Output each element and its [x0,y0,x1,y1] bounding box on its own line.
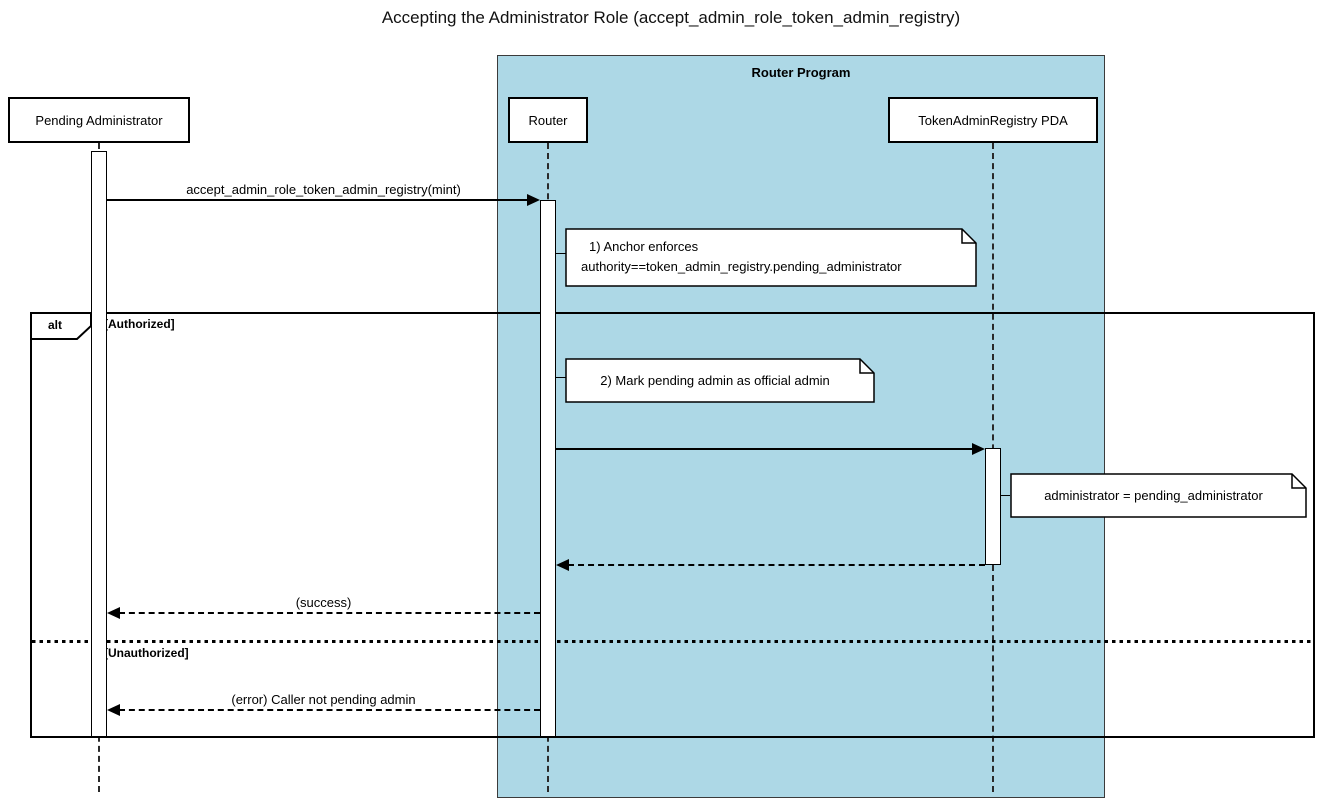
participant-pending-administrator-label: Pending Administrator [35,112,163,128]
participant-router: Router [508,97,588,143]
note1-line1: 1) Anchor enforces [589,239,699,254]
message-line-accept-admin-role [107,199,529,201]
note3-line1: administrator = pending_administrator [1044,487,1263,503]
arrowhead-to-router-icon [527,193,540,206]
arrowhead-success-icon [107,606,120,619]
note3-fold-icon [1291,474,1306,489]
note2-fold-icon [859,359,874,374]
return-line-registry-to-router [568,564,985,566]
activation-token-admin-registry [985,448,1001,565]
alt-operator-label: alt [47,318,62,332]
participant-pending-administrator: Pending Administrator [8,97,190,143]
return-line-success [119,612,540,614]
participant-token-admin-registry: TokenAdminRegistry PDA [888,97,1098,143]
note2-shape [565,358,875,403]
participant-token-admin-registry-label: TokenAdminRegistry PDA [918,112,1068,128]
message-label-accept-admin-role: accept_admin_role_token_admin_registry(m… [186,182,461,197]
message-label-success: (success) [295,595,352,610]
guard-unauthorized: [Unauthorized] [104,646,189,660]
router-program-group-box [497,55,1105,798]
note2-connector [556,377,566,378]
alt-frame-divider [32,640,1313,643]
message-line-router-to-registry [556,448,973,450]
note3-connector [1001,495,1010,496]
guard-authorized: [Authorized] [104,317,175,331]
note1-shape [565,228,977,287]
activation-router [540,200,556,737]
arrowhead-to-registry-icon [972,442,985,455]
note3-shape [1010,473,1307,518]
alt-frame-operator-tab: alt [30,312,92,340]
alt-tab-pentagon [30,312,92,340]
arrowhead-return-to-router-icon [556,558,569,571]
note-mark-pending-admin: 2) Mark pending admin as official admin [565,358,875,403]
alt-tab-shape [30,312,92,340]
note1-body [565,228,977,287]
participant-router-label: Router [528,112,568,128]
note2-body [565,358,875,403]
note3-body [1010,473,1307,518]
alt-frame [30,312,1315,738]
return-line-error [119,709,540,711]
note1-fold-icon [961,229,976,244]
activation-pending-administrator [91,151,107,737]
note-administrator-assignment: administrator = pending_administrator [1010,473,1307,518]
arrowhead-error-icon [107,703,120,716]
router-program-group-label: Router Program [751,65,851,80]
note1-connector [556,253,566,254]
message-label-error: (error) Caller not pending admin [231,692,416,707]
diagram-title: Accepting the Administrator Role (accept… [381,8,961,27]
note2-line1: 2) Mark pending admin as official admin [600,372,830,388]
note-anchor-enforces: 1) Anchor enforces authority==token_admi… [565,228,977,287]
note1-line2: authority==token_admin_registry.pending_… [581,259,902,274]
